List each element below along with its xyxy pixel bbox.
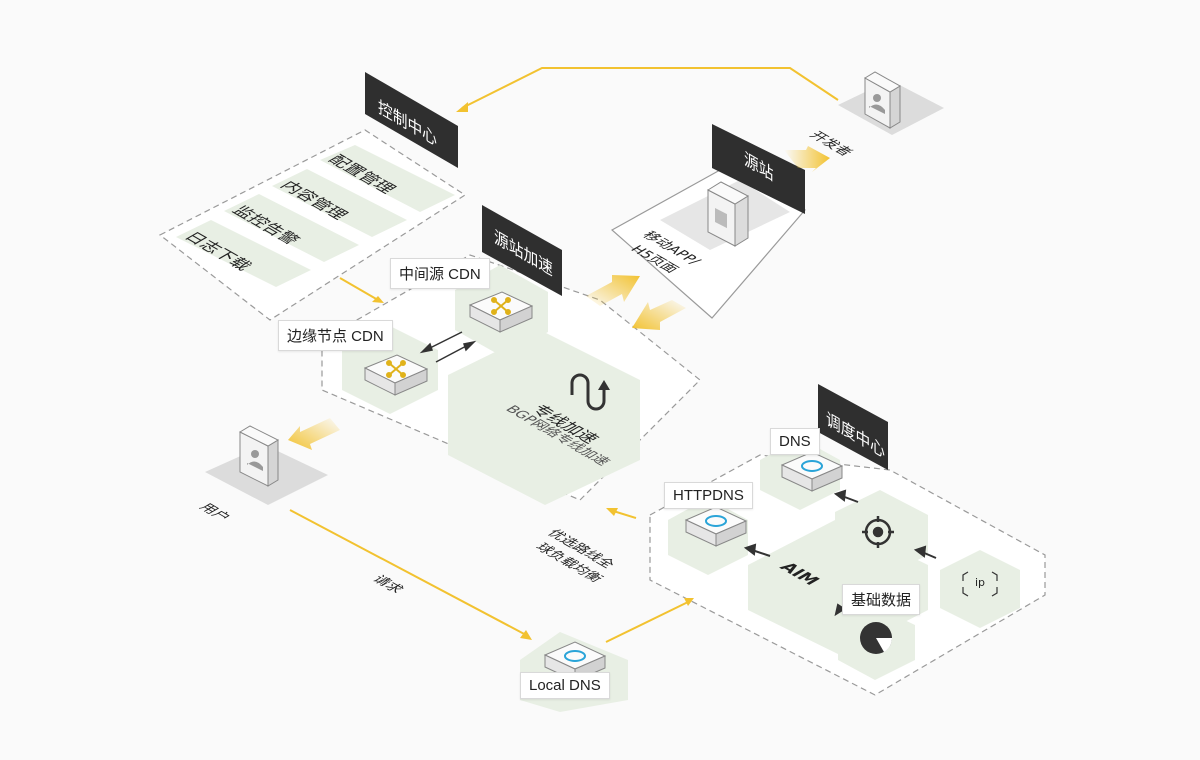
dedicated-line-area: [448, 330, 640, 505]
user-node: [205, 425, 328, 505]
dns-box: [780, 451, 844, 492]
control-center-panel: [158, 72, 467, 321]
scheduling-center-panel: [520, 384, 1046, 712]
dedicated-line-icon: [570, 373, 606, 411]
origin-panel: [610, 124, 806, 319]
origin-acceleration-header: [482, 205, 562, 296]
intermediate-cdn-label: 中间源 CDN: [390, 258, 490, 289]
local-dns-label: Local DNS: [520, 672, 610, 699]
ip-icon: [962, 571, 998, 597]
intermediate-cdn-box: [468, 291, 534, 333]
httpdns-label: HTTPDNS: [664, 482, 753, 509]
control-center-header: [365, 72, 458, 168]
edge-cdn-box: [363, 354, 429, 396]
glow-arrows: [288, 146, 830, 450]
target-icon: [862, 516, 894, 548]
httpdns-box: [684, 506, 748, 547]
dns-label: DNS: [770, 428, 820, 455]
ip-icon-text: ip: [975, 576, 986, 589]
edge-cdn-label: 边缘节点 CDN: [278, 320, 393, 351]
pie-chart-icon: [860, 622, 893, 654]
origin-server-icon: [706, 181, 750, 247]
origin-header: [712, 124, 805, 214]
basic-data-label: 基础数据: [842, 584, 921, 615]
developer-node: [838, 71, 944, 135]
scheduling-center-header: [818, 384, 888, 470]
